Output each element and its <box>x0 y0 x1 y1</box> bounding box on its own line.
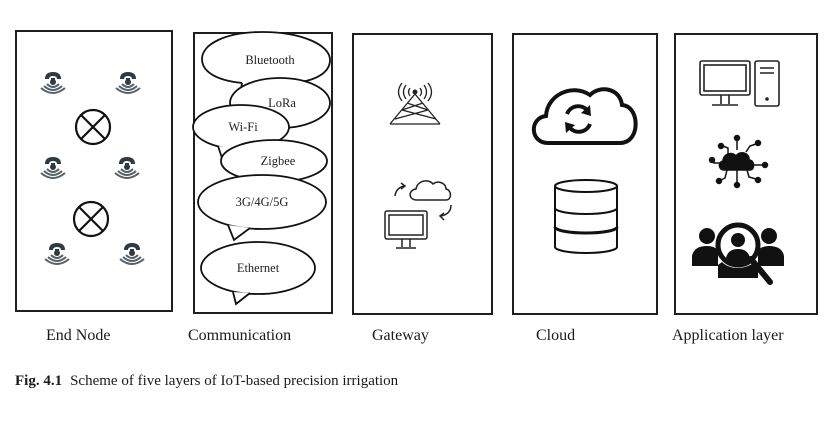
figure-number: Fig. 4.1 <box>15 373 63 389</box>
layer-label-cloud: Cloud <box>536 327 576 344</box>
bubble-3g-4g-5g: 3G/4G/5G <box>197 174 327 242</box>
layer-label-application: Application layer <box>672 327 784 344</box>
bubble-ethernet: Ethernet <box>200 241 316 306</box>
svg-text:3G/4G/5G: 3G/4G/5G <box>236 195 289 209</box>
svg-text:Bluetooth: Bluetooth <box>245 53 295 67</box>
user-search-icon <box>692 222 784 285</box>
layer-label-communication: Communication <box>188 327 292 344</box>
svg-text:LoRa: LoRa <box>268 96 296 110</box>
layer-label-end-node: End Node <box>46 327 111 344</box>
cloud-network-icon <box>708 134 769 189</box>
database-icon <box>553 179 619 254</box>
cloud-sync-icon <box>531 87 638 145</box>
figure-caption-text: Scheme of five layers of IoT-based preci… <box>70 373 399 389</box>
bubble-zigbee: Zigbee <box>220 139 328 183</box>
antenna-tower-icon <box>389 82 441 125</box>
computer-cloud-sync-icon <box>384 180 452 249</box>
figure-caption: Fig. 4.1 Scheme of five layers of IoT-bas… <box>15 373 398 390</box>
svg-text:Wi-Fi: Wi-Fi <box>228 120 258 134</box>
layer-box-gateway <box>352 33 493 315</box>
svg-text:Zigbee: Zigbee <box>261 154 296 168</box>
desktop-computer-icon <box>699 60 780 107</box>
layer-label-gateway: Gateway <box>372 327 429 344</box>
svg-text:Ethernet: Ethernet <box>237 261 280 275</box>
layer-box-cloud <box>512 33 658 315</box>
layer-box-end-node <box>15 30 173 312</box>
